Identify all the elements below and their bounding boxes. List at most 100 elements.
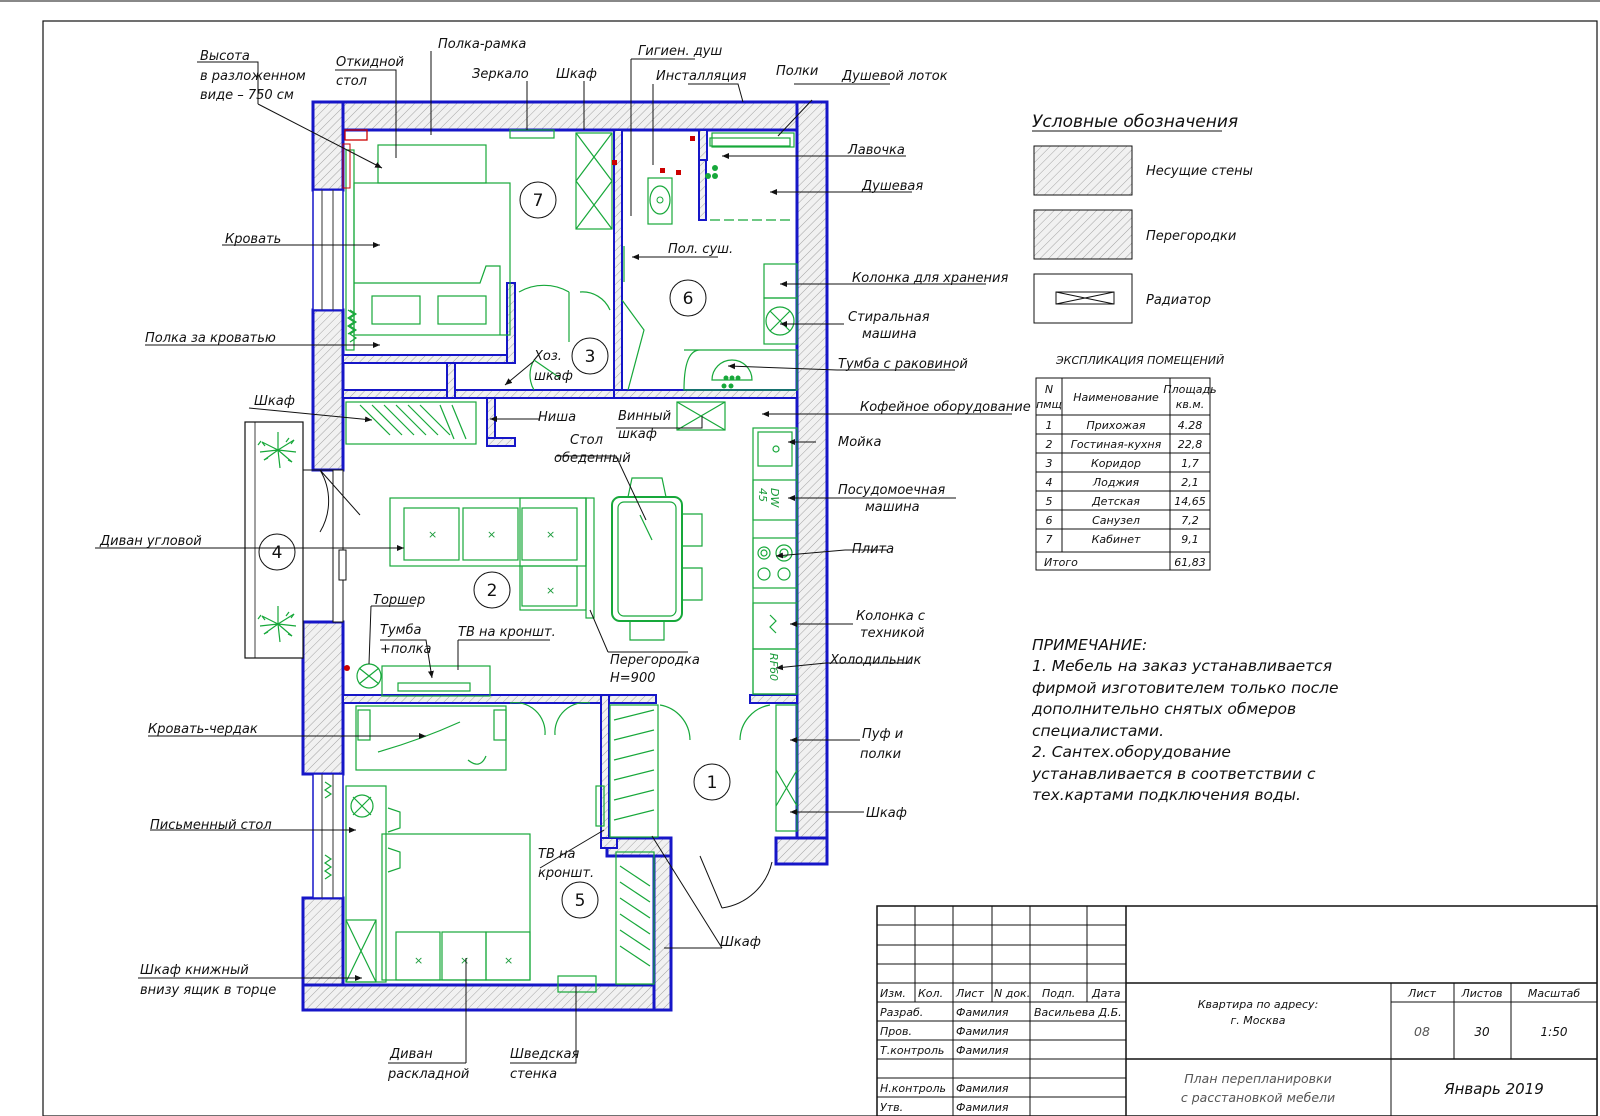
explication-cell-name: Детская xyxy=(1091,495,1140,508)
label-partition-2: H=900 xyxy=(610,671,655,686)
note-line: 2. Сантех.оборудование xyxy=(1032,743,1231,761)
label-dishwasher-2: машина xyxy=(865,500,920,515)
explication-header-area: Площадь xyxy=(1163,383,1216,396)
label-dining-table: Стол xyxy=(570,433,603,448)
label-storage-column: Колонка для хранения xyxy=(852,271,1009,286)
tb-sheet-value: 08 xyxy=(1414,1024,1430,1039)
legend-title: Условные обозначения xyxy=(1032,112,1238,132)
label-bookcase: Шкаф книжный xyxy=(140,963,249,978)
label-appliance-column: Колонка с xyxy=(856,609,925,624)
label-shelf-behind-bed: Полка за кроватью xyxy=(145,331,276,346)
label-floor-lamp: Торшер xyxy=(373,593,425,608)
label-shower-tray: Душевой лоток xyxy=(841,69,948,84)
note-line: дополнительно снятых обмеров xyxy=(1031,700,1296,718)
tb-address: Квартира по адресу: xyxy=(1198,998,1319,1011)
furniture: ×××× ××× xyxy=(323,129,798,993)
partitions xyxy=(342,129,798,849)
label-cabinet-shelf: Тумба xyxy=(380,623,421,638)
label-desk: Письменный стол xyxy=(150,818,272,833)
svg-text:×: × xyxy=(428,528,437,541)
explication-cell-area: 4.28 xyxy=(1178,419,1203,432)
explication-cell-num: 5 xyxy=(1046,495,1053,508)
tb-date: Январь 2019 xyxy=(1443,1080,1544,1098)
dishwasher-size: 45 xyxy=(756,488,769,502)
tb-surname: Фамилия xyxy=(956,1044,1009,1057)
label-stove: Плита xyxy=(852,542,894,557)
explication-cell-name: Кабинет xyxy=(1092,533,1141,546)
label-vanity: Тумба с раковиной xyxy=(838,357,968,372)
explication-header-area-2: кв.м. xyxy=(1176,398,1204,411)
explication-table: ЭКСПЛИКАЦИЯ ПОМЕЩЕНИЙ N пмщ Наименование… xyxy=(1035,354,1224,571)
label-wardrobe-top: Шкаф xyxy=(556,67,597,82)
tb-plan-title-2: с расстановкой мебели xyxy=(1181,1090,1335,1105)
note-title: ПРИМЕЧАНИЕ: xyxy=(1032,636,1147,654)
callout-labels: Высота в разложенном виде – 750 см Откид… xyxy=(99,37,1031,1082)
label-utility-closet-2: шкаф xyxy=(534,369,573,384)
tb-header-list: Лист xyxy=(955,987,984,1000)
label-cabinet-shelf-2: +полка xyxy=(380,642,432,657)
tb-scale-label: Масштаб xyxy=(1528,987,1580,1000)
tb-role: Пров. xyxy=(880,1025,912,1038)
tb-sheets-value: 30 xyxy=(1474,1025,1490,1039)
room-number-3: 3 xyxy=(585,347,596,367)
fridge-tag: RF60 xyxy=(767,653,780,681)
svg-text:×: × xyxy=(460,954,469,967)
label-corner-sofa: Диван угловой xyxy=(99,534,202,549)
label-sink: Мойка xyxy=(838,435,881,450)
explication-total-label: Итого xyxy=(1044,556,1078,569)
explication-cell-name: Санузел xyxy=(1092,514,1140,527)
svg-text:×: × xyxy=(487,528,496,541)
explication-cell-num: 4 xyxy=(1046,476,1053,489)
label-swedish-wall: Шведская xyxy=(510,1047,580,1062)
label-wine-cabinet-2: шкаф xyxy=(618,427,657,442)
label-sofa-bed-2: раскладной xyxy=(387,1067,469,1082)
label-dining-table-2: обеденный xyxy=(554,451,631,466)
label-shelves: Полки xyxy=(776,64,818,79)
explication-cell-num: 6 xyxy=(1046,514,1053,527)
label-washer: Стиральная xyxy=(848,310,930,325)
svg-text:×: × xyxy=(546,528,555,541)
note-line: тех.картами подключения воды. xyxy=(1032,786,1301,804)
room-number-1: 1 xyxy=(707,773,718,793)
label-shelf-frame: Полка-рамка xyxy=(438,37,526,52)
explication-total-value: 61,83 xyxy=(1174,556,1206,569)
tb-header-kol: Кол. xyxy=(918,987,943,1000)
tb-role: Разраб. xyxy=(880,1006,923,1019)
explication-cell-num: 1 xyxy=(1046,419,1053,432)
note-line: устанавливается в соответствии с xyxy=(1031,765,1316,783)
explication-header-name: Наименование xyxy=(1073,391,1159,404)
explication-cell-name: Лоджия xyxy=(1092,476,1140,489)
label-height-2: в разложенном xyxy=(200,69,306,84)
legend-item-walls: Несущие стены xyxy=(1146,164,1253,179)
note-line: специалистами. xyxy=(1032,722,1164,740)
label-sofa-bed: Диван xyxy=(389,1047,433,1062)
svg-text:×: × xyxy=(414,954,423,967)
room-number-7: 7 xyxy=(533,191,544,211)
label-pouf-shelves: Пуф и xyxy=(862,727,903,742)
label-height-3: виде – 750 см xyxy=(200,88,294,103)
plant-icon xyxy=(257,432,297,643)
label-folding-table: Откидной xyxy=(336,55,404,70)
svg-text:×: × xyxy=(504,954,513,967)
explication-cell-name: Гостиная-кухня xyxy=(1071,438,1162,451)
label-pouf-shelves-2: полки xyxy=(860,747,901,762)
note-line: фирмой изготовителем только после xyxy=(1032,679,1339,697)
dishwasher-tag: DW xyxy=(768,488,781,508)
tb-header-podp: Подп. xyxy=(1042,987,1075,1000)
explication-header-num: N xyxy=(1045,383,1053,396)
explication-cell-num: 2 xyxy=(1046,438,1053,451)
label-fridge: Холодильник xyxy=(829,653,921,668)
legend-item-partitions: Перегородки xyxy=(1146,229,1236,244)
label-folding-table-2: стол xyxy=(336,74,367,89)
label-niche: Ниша xyxy=(538,410,576,425)
radiator-icon xyxy=(1055,291,1115,305)
label-appliance-column-2: техникой xyxy=(860,626,924,641)
explication-cell-name: Прихожая xyxy=(1087,419,1146,432)
label-mirror: Зеркало xyxy=(472,67,529,82)
tb-sheets-label: Листов xyxy=(1460,987,1502,1000)
tb-role: Н.контроль xyxy=(880,1082,946,1095)
explication-header-num-2: пмщ xyxy=(1036,398,1062,411)
label-height: Высота xyxy=(200,49,250,64)
label-installation: Инсталляция xyxy=(656,69,747,84)
label-wine-cabinet: Винный xyxy=(618,409,671,424)
